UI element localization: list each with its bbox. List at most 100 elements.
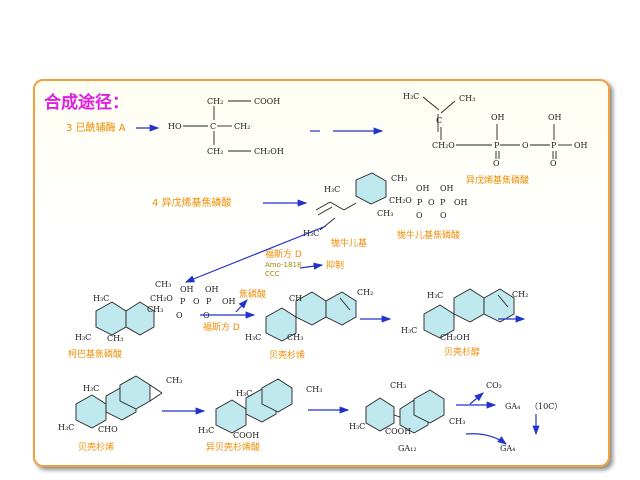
fusan-d-label-1: 福斯方 D [265, 248, 302, 260]
svg-text:CH₂OH: CH₂OH [254, 147, 284, 156]
geranyl-structure: H₃C CH₃ CH₂O CH₃ H₃C OH OH P O P OH O O [303, 172, 468, 238]
ga12-structure: CH₃ H₃C COOH CH₃ [349, 381, 465, 436]
arrow-12 [465, 433, 507, 445]
svg-text:CH₃: CH₃ [449, 417, 465, 426]
svg-text:O: O [550, 159, 557, 168]
svg-text:O: O [440, 211, 447, 220]
svg-text:CH₃: CH₃ [306, 385, 322, 394]
fusan-d-label-2: 福斯方 D [203, 321, 240, 333]
svg-text:CH₃: CH₃ [390, 381, 406, 390]
svg-text:HO: HO [168, 122, 182, 131]
svg-text:H₃C: H₃C [198, 426, 214, 435]
svg-text:CH₂: CH₂ [207, 147, 223, 156]
kaurenoic-structure: H₃C CH₃ H₃C COOH [198, 378, 322, 440]
svg-text:CH₂: CH₂ [207, 97, 223, 106]
ten-c-label: （10C） [530, 402, 562, 411]
kaurenal-structure: CH₃ H₃C H₃C CHO [58, 375, 182, 434]
svg-text:OH: OH [180, 285, 194, 294]
kaurenol-structure: H₃C CH₂ H₃C CH₂OH [401, 288, 528, 342]
svg-text:CH: CH [289, 294, 302, 303]
svg-text:CH₂O: CH₂O [150, 294, 173, 303]
svg-text:H₃C: H₃C [75, 333, 91, 342]
svg-text:P: P [494, 141, 500, 150]
svg-text:H₃C: H₃C [427, 291, 443, 300]
svg-text:CH₂: CH₂ [357, 288, 373, 297]
svg-text:CH₂: CH₂ [234, 122, 250, 131]
arrow-pp [235, 299, 248, 313]
gpp-label: 牻牛儿基焦磷酸 [397, 229, 460, 241]
cpp-label: 柯巴基焦磷酸 [68, 348, 122, 360]
svg-text:O: O [522, 141, 529, 150]
svg-text:OH: OH [222, 297, 236, 306]
ccc-label: CCC [265, 270, 280, 278]
kaurene-structure: CH CH₂ H₃C CH₃ [245, 288, 373, 342]
kaurenal-label: 贝壳杉烯 [78, 441, 114, 453]
svg-text:O: O [493, 159, 500, 168]
ipp-label: 异戊烯基焦磷酸 [466, 174, 529, 186]
ipp-structure: H₃C CH₃ C CH₂O OH P O OH P OH O O [403, 92, 588, 168]
svg-text:H₃C: H₃C [303, 229, 319, 238]
svg-text:CH₃: CH₃ [391, 174, 407, 183]
svg-text:CH₃: CH₃ [459, 94, 475, 103]
svg-text:O: O [193, 297, 200, 306]
ga4-label-2: GA₄ [500, 444, 515, 453]
ipp-count-label: 4 异戊烯基焦磷酸 [152, 196, 232, 209]
svg-text:CH₂OH: CH₂OH [440, 333, 470, 342]
svg-text:H₃C: H₃C [401, 326, 417, 335]
svg-text:CHO: CHO [98, 425, 118, 434]
svg-text:C: C [210, 122, 216, 131]
pyrophosphate-label: 焦磷酸 [239, 288, 266, 300]
svg-text:CH₃: CH₃ [287, 333, 303, 342]
svg-text:H₃C: H₃C [236, 389, 252, 398]
kaurene-label-1: 贝壳杉烯 [269, 349, 305, 361]
mevalonic-acid-structure: CH₂ COOH HO C CH₂ CH₂ CH₂OH [168, 97, 284, 156]
cpp-structure: H₃C CH₃ CH₂O CH₃ H₃C CH₃ OH OH P O P OH … [75, 280, 236, 343]
svg-text:H₃C: H₃C [349, 422, 365, 431]
svg-text:P: P [440, 198, 446, 207]
svg-text:P: P [206, 297, 212, 306]
svg-text:CH₃: CH₃ [166, 376, 182, 385]
svg-text:CH₂O: CH₂O [389, 196, 412, 205]
co2-label: CO₂ [486, 381, 502, 390]
svg-text:CH₃: CH₃ [107, 334, 123, 343]
svg-text:CH₃: CH₃ [155, 280, 171, 289]
svg-text:H₃C: H₃C [403, 92, 419, 101]
svg-text:O: O [416, 211, 423, 220]
svg-text:COOH: COOH [254, 97, 280, 106]
svg-text:CH₂: CH₂ [512, 290, 528, 299]
svg-text:P: P [180, 297, 186, 306]
svg-text:COOH: COOH [385, 427, 411, 436]
svg-text:P: P [417, 198, 423, 207]
svg-text:OH: OH [416, 184, 430, 193]
svg-text:COOH: COOH [233, 431, 259, 440]
svg-text:O: O [176, 311, 183, 320]
svg-text:O: O [428, 198, 435, 207]
arrow-inhibit [299, 262, 324, 270]
svg-text:H₃C: H₃C [83, 384, 99, 393]
svg-text:OH: OH [574, 141, 588, 150]
page-title: 合成途径： [44, 92, 129, 113]
ga4-label: GA₄ [505, 402, 520, 411]
kaurenoic-label: 异贝壳杉烯酸 [206, 441, 260, 453]
svg-text:P: P [551, 141, 557, 150]
svg-text:OH: OH [454, 198, 468, 207]
ga12-label: GA₁₂ [398, 444, 417, 453]
svg-text:OH: OH [491, 113, 505, 122]
geranyl-name-label: 牻牛儿基 [331, 237, 367, 249]
svg-text:H₃C: H₃C [93, 294, 109, 303]
svg-text:OH: OH [548, 113, 562, 122]
svg-text:CH₃: CH₃ [377, 209, 393, 218]
svg-text:CH₂O: CH₂O [432, 141, 455, 150]
start-label: 3 已酰辅酶 A [66, 121, 126, 134]
svg-text:OH: OH [205, 285, 219, 294]
svg-text:H₃C: H₃C [324, 185, 340, 194]
svg-text:C: C [436, 116, 442, 125]
svg-text:CH₃: CH₃ [147, 305, 163, 314]
svg-text:H₃C: H₃C [245, 333, 261, 342]
arrow-co2 [469, 392, 484, 405]
svg-text:H₃C: H₃C [58, 423, 74, 432]
arrow-4 [184, 225, 327, 283]
inhibit-label: 抑制 [326, 259, 344, 271]
kaurenol-label: 贝壳杉醇 [444, 346, 480, 358]
